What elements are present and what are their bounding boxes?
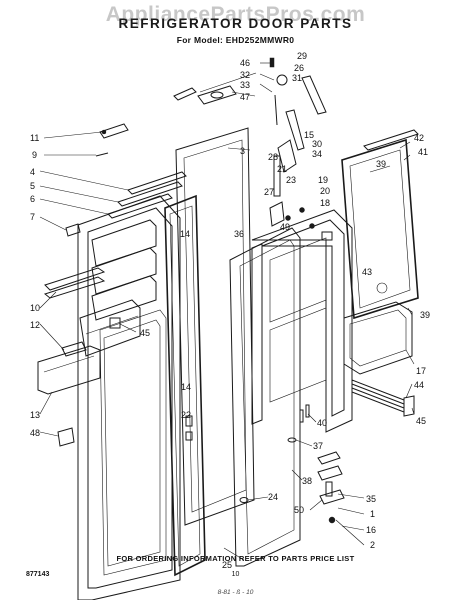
callout-5: 5 [30, 181, 35, 191]
callout-4: 4 [30, 167, 35, 177]
callout-35: 35 [366, 494, 376, 504]
callout-1: 1 [370, 509, 375, 519]
hinge-hardware [95, 57, 333, 423]
callout-41: 41 [418, 147, 428, 157]
callout-36: 36 [234, 229, 244, 239]
callout-45b: 45 [416, 416, 426, 426]
callout-42: 42 [414, 133, 424, 143]
door-shelves [37, 223, 121, 447]
callout-14b: 14 [181, 382, 191, 392]
callout-20: 20 [320, 186, 330, 196]
bottom-hinge [185, 415, 345, 524]
callout-31: 31 [292, 73, 302, 83]
callout-37: 37 [313, 441, 323, 451]
callout-32: 32 [240, 70, 250, 80]
callout-18: 18 [320, 198, 330, 208]
callout-22: 22 [181, 410, 191, 420]
freezer-gasket [164, 194, 206, 577]
top-trim [107, 129, 419, 219]
callout-38: 38 [302, 476, 312, 486]
callout-27: 27 [264, 187, 274, 197]
door-bins [343, 282, 415, 417]
fresh-food-door [229, 209, 353, 567]
callout-45: 45 [140, 328, 150, 338]
callout-39b: 39 [420, 310, 430, 320]
ordering-note: FOR ORDERING INFORMATION REFER TO PARTS … [116, 554, 355, 563]
callout-11: 11 [30, 133, 39, 143]
callout-19: 19 [318, 175, 328, 185]
callouts: 46 29 32 26 33 31 47 11 9 15 3 28 30 34 … [30, 51, 430, 570]
leader-lines [39, 62, 415, 561]
callout-34: 34 [312, 149, 322, 159]
freezer-liner [175, 127, 255, 526]
freezer-door [77, 195, 181, 600]
callout-17: 17 [416, 366, 426, 376]
callout-28: 28 [268, 152, 278, 162]
document-id: 877143 [26, 571, 50, 578]
callout-7: 7 [30, 212, 35, 222]
callout-23: 23 [286, 175, 296, 185]
callout-10: 10 [30, 303, 40, 313]
callout-48: 48 [30, 428, 40, 438]
watermark: AppliancePartsPros.com [105, 3, 366, 26]
callout-9: 9 [32, 150, 37, 160]
callout-16: 16 [366, 525, 376, 535]
callout-13: 13 [30, 410, 40, 420]
callout-40: 40 [317, 418, 327, 428]
callout-47: 47 [240, 92, 250, 102]
model-line: For Model: EHD252MMWR0 [176, 35, 295, 45]
callout-29: 29 [297, 51, 307, 61]
callout-44: 44 [414, 380, 424, 390]
callout-2: 2 [370, 540, 375, 550]
diagram-title: REFRIGERATOR DOOR PARTS [118, 16, 353, 31]
callout-43: 43 [362, 267, 372, 277]
callout-6: 6 [30, 194, 35, 204]
callout-30: 30 [312, 139, 322, 149]
callout-50: 50 [294, 505, 304, 515]
fresh-food-gasket [341, 138, 419, 320]
callout-39: 39 [376, 159, 386, 169]
callout-14: 14 [180, 229, 190, 239]
callout-26: 26 [294, 63, 304, 73]
callout-15: 15 [304, 130, 314, 140]
callout-46: 46 [240, 58, 250, 68]
callout-24: 24 [268, 492, 278, 502]
page-number: 10 [231, 571, 240, 578]
callout-12: 12 [30, 320, 40, 330]
callout-21: 21 [277, 164, 287, 174]
callout-33: 33 [240, 80, 250, 90]
print-code: 8-81 - ß - 10 [217, 589, 254, 596]
callout-3: 3 [240, 146, 245, 156]
callout-49: 49 [280, 222, 290, 232]
callout-25: 25 [222, 560, 232, 570]
